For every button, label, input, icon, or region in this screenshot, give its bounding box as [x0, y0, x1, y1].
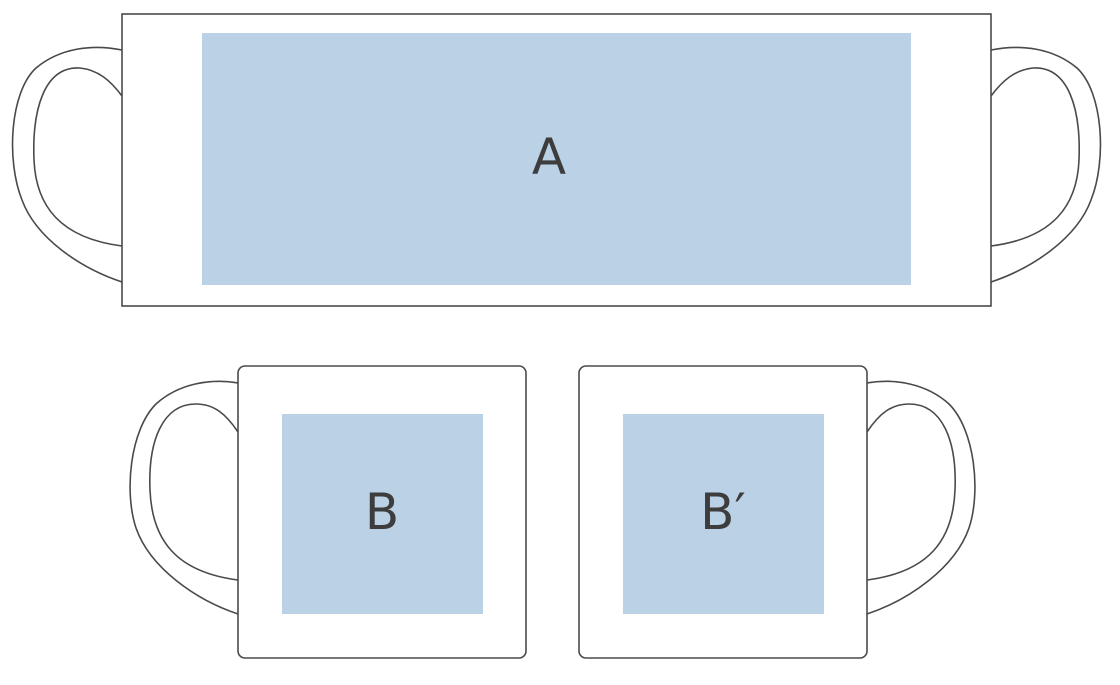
mug-handle-right-inner: [990, 67, 1081, 247]
mug-handle-left-inner-small: [149, 403, 239, 581]
mug-handle-right-outer-small: [866, 380, 976, 615]
mug-handle-right-outer: [990, 46, 1102, 283]
mug-right-view: B′: [578, 365, 976, 659]
mug-handle-right-inner-small: [866, 403, 956, 581]
mug-handle-left-outer-small: [129, 380, 239, 615]
print-area-a-label: A: [532, 128, 566, 186]
mug-handle-left-inner: [32, 67, 123, 247]
print-area-b-label: B: [365, 483, 399, 541]
mug-handle-left-outer: [11, 46, 123, 283]
print-area-b: [282, 414, 483, 614]
print-area-b-prime-label: B′: [700, 483, 746, 541]
mug-left-view: B: [129, 365, 527, 659]
print-area-b-prime: [623, 414, 824, 614]
mug-wide-view: A: [11, 13, 1102, 307]
print-area-a: [202, 33, 911, 285]
